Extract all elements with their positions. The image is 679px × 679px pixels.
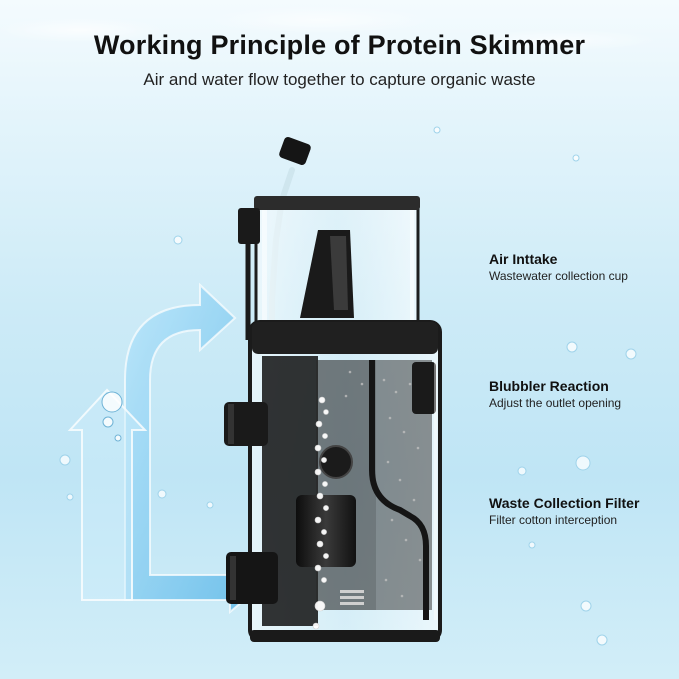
air-bubble-icon bbox=[101, 391, 123, 442]
page-subtitle: Air and water flow together to capture o… bbox=[143, 70, 536, 89]
label-air-intake-title: Air Inttake bbox=[489, 251, 558, 267]
label-air-intake-desc: Wastewater collection cup bbox=[489, 269, 628, 283]
label-waste-collection-title: Waste Collection Filter bbox=[489, 495, 640, 511]
label-bubbler-reaction-title: Blubbler Reaction bbox=[489, 378, 609, 394]
ambient-bubbles bbox=[59, 126, 637, 646]
label-air-intake: Air Inttake Wastewater collection cup bbox=[489, 250, 674, 284]
water-surface-caustics bbox=[0, 0, 679, 120]
label-waste-collection-desc: Filter cotton interception bbox=[489, 513, 618, 527]
label-bubbler-reaction: Blubbler Reaction Adjust the outlet open… bbox=[489, 377, 674, 411]
label-bubbler-reaction-desc: Adjust the outlet opening bbox=[489, 396, 622, 410]
label-waste-collection: Waste Collection Filter Filter cotton in… bbox=[489, 494, 674, 528]
page-title: Working Principle of Protein Skimmer bbox=[93, 30, 586, 60]
protein-skimmer-device bbox=[224, 137, 442, 642]
